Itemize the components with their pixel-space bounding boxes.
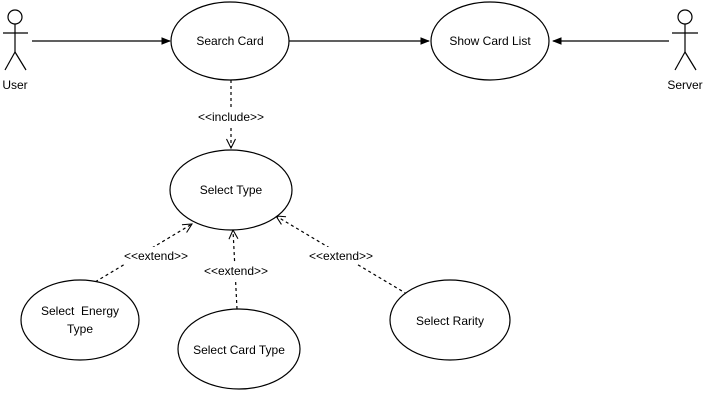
search-card-label: Search Card: [196, 34, 263, 48]
select-energy-type-ellipse: [20, 279, 140, 361]
user-actor-right-leg: [14, 51, 27, 71]
server-actor-label: Server: [667, 78, 702, 92]
extend-card-type-label-background: [196, 262, 276, 279]
select-type-ellipse: [169, 149, 293, 231]
server-actor-right-leg: [684, 51, 697, 71]
use-case-select-card-type[interactable]: Select Card Type: [177, 308, 301, 390]
user-actor-head: [7, 9, 23, 25]
select-type-label: Select Type: [200, 183, 263, 197]
use-case-select-energy-type[interactable]: Select Energy Type: [20, 279, 140, 361]
use-case-show-card-list[interactable]: Show Card List: [430, 1, 550, 81]
user-actor[interactable]: User: [2, 9, 28, 92]
extend-card-type-label: <<extend>>: [204, 264, 268, 278]
include-label: <<include>>: [198, 110, 264, 124]
select-card-type-ellipse: [177, 308, 301, 390]
select-energy-type-label-line2: Type: [67, 322, 93, 336]
extend-rarity-relation-line: [276, 216, 408, 295]
use-case-select-rarity[interactable]: Select Rarity: [389, 279, 511, 361]
use-case-select-type[interactable]: Select Type: [169, 149, 293, 231]
select-energy-type-label-line1: Select Energy: [41, 304, 119, 318]
server-actor[interactable]: Server: [667, 9, 703, 92]
user-actor-left-leg: [4, 51, 16, 71]
include-label-background: [190, 108, 272, 125]
select-card-type-label: Select Card Type: [193, 343, 285, 357]
user-actor-label: User: [2, 78, 27, 92]
use-case-search-card[interactable]: Search Card: [170, 1, 290, 81]
extend-rarity-label-background: [301, 247, 381, 264]
extend-energy-label-background: [116, 247, 196, 264]
server-actor-head: [677, 9, 693, 25]
extend-card-type-relation-line: [233, 230, 237, 310]
show-card-list-ellipse: [430, 1, 550, 81]
search-card-ellipse: [170, 1, 290, 81]
select-rarity-label: Select Rarity: [416, 314, 484, 328]
extend-rarity-label: <<extend>>: [309, 249, 373, 263]
server-actor-left-leg: [674, 51, 686, 71]
extend-energy-label: <<extend>>: [124, 249, 188, 263]
show-card-list-label: Show Card List: [449, 34, 531, 48]
select-rarity-ellipse: [389, 279, 511, 361]
